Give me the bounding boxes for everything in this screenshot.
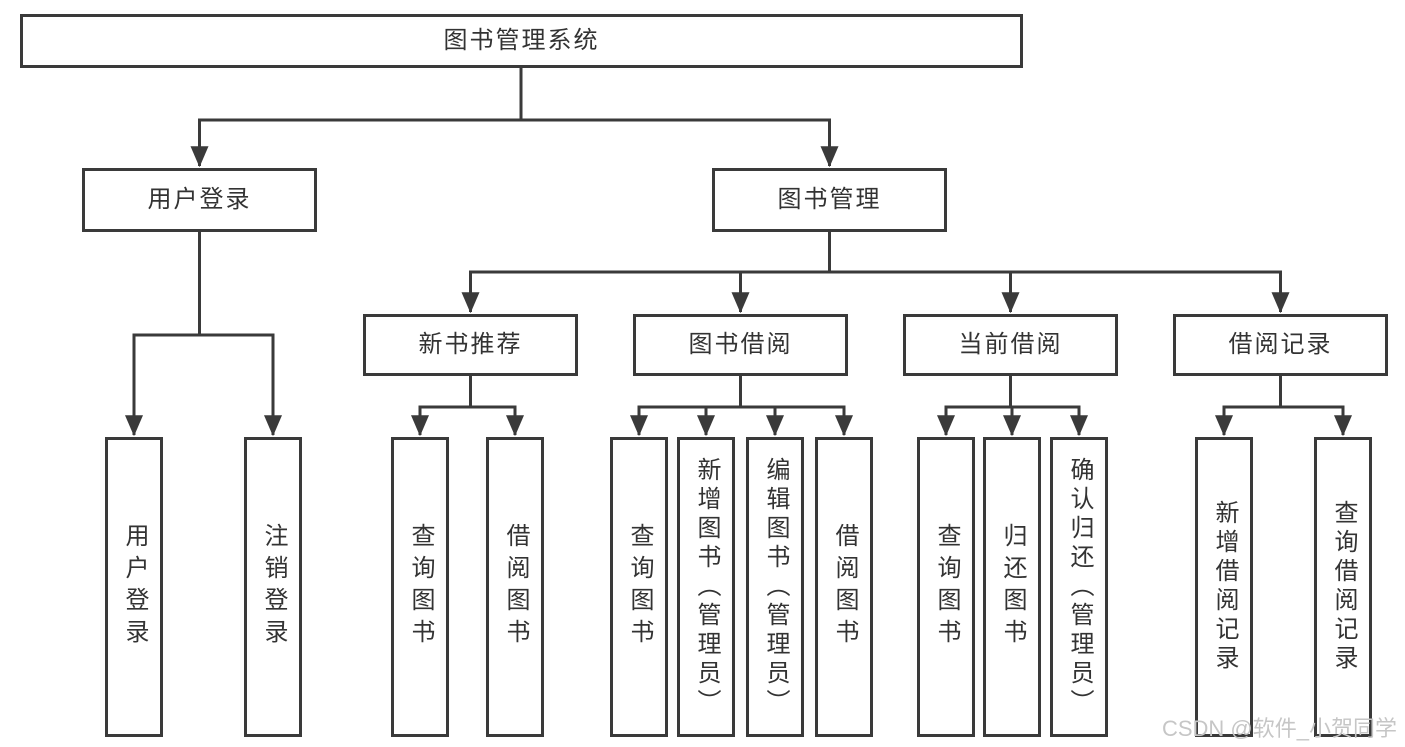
leaf-add-borrow-record: 新增借阅记录 — [1195, 437, 1253, 737]
leaf-label: 确认归还（管理员） — [1066, 456, 1093, 718]
leaf-edit-books-admin: 编辑图书（管理员） — [746, 437, 804, 737]
leaf-query-borrow-record: 查询借阅记录 — [1314, 437, 1372, 737]
leaf-query-books-recommend: 查询图书 — [391, 437, 449, 737]
leaf-label: 新增借阅记录 — [1211, 500, 1238, 674]
node-label: 图书管理系统 — [443, 27, 600, 54]
leaf-logout: 注销登录 — [244, 437, 302, 737]
node-label: 图书管理 — [777, 186, 882, 213]
leaf-query-books-current: 查询图书 — [917, 437, 975, 737]
node-book-management: 图书管理 — [712, 168, 947, 232]
node-label: 借阅记录 — [1228, 331, 1333, 358]
leaf-label: 查询图书 — [626, 523, 653, 651]
leaf-return-books: 归还图书 — [983, 437, 1041, 737]
leaf-query-books-borrowing: 查询图书 — [610, 437, 668, 737]
node-label: 图书借阅 — [688, 331, 793, 358]
leaf-confirm-return-admin: 确认归还（管理员） — [1050, 437, 1108, 737]
leaf-label: 编辑图书（管理员） — [762, 456, 789, 718]
node-borrowing-records: 借阅记录 — [1173, 314, 1388, 376]
leaf-borrow-books-borrowing: 借阅图书 — [815, 437, 873, 737]
node-label: 新书推荐 — [418, 331, 523, 358]
leaf-label: 注销登录 — [260, 523, 287, 651]
leaf-label: 借阅图书 — [502, 523, 529, 651]
leaf-label: 归还图书 — [999, 523, 1026, 651]
node-label: 当前借阅 — [958, 331, 1063, 358]
csdn-watermark: CSDN @软件_小贺同学 — [1161, 716, 1397, 741]
leaf-label: 查询图书 — [407, 523, 434, 651]
leaf-label: 查询图书 — [933, 523, 960, 651]
node-current-borrowing: 当前借阅 — [903, 314, 1118, 376]
leaf-user-login: 用户登录 — [105, 437, 163, 737]
leaf-label: 新增图书（管理员） — [693, 456, 720, 718]
leaf-label: 用户登录 — [121, 523, 148, 651]
node-label: 用户登录 — [147, 186, 252, 213]
leaf-label: 借阅图书 — [831, 523, 858, 651]
leaf-add-books-admin: 新增图书（管理员） — [677, 437, 735, 737]
node-user-login: 用户登录 — [82, 168, 317, 232]
node-library-management-system: 图书管理系统 — [20, 14, 1023, 68]
leaf-borrow-books-recommend: 借阅图书 — [486, 437, 544, 737]
node-new-book-recommendation: 新书推荐 — [363, 314, 578, 376]
leaf-label: 查询借阅记录 — [1330, 500, 1357, 674]
node-book-borrowing: 图书借阅 — [633, 314, 848, 376]
